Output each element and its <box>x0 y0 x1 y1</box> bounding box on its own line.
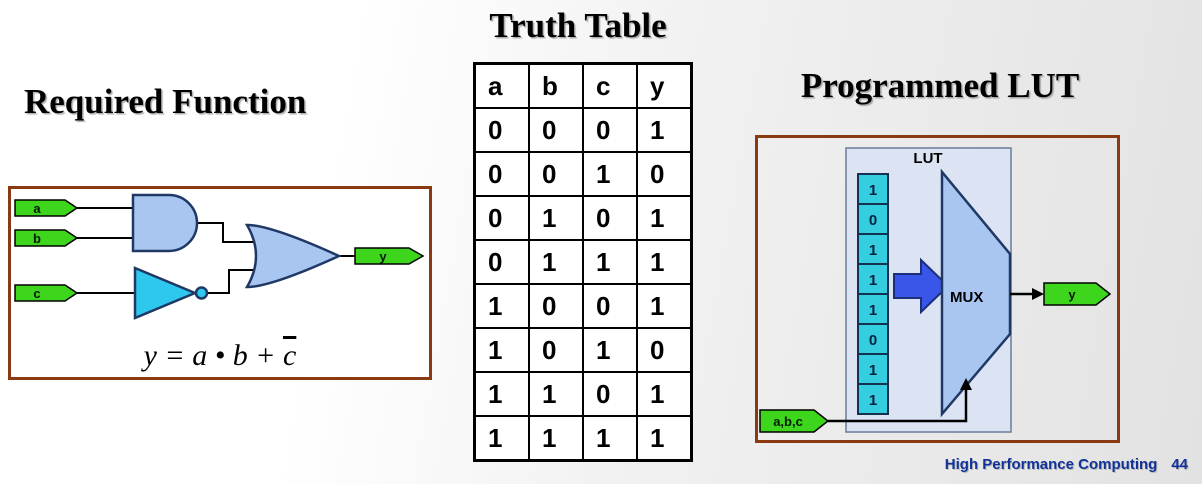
arrowhead-right-icon <box>1032 288 1044 300</box>
lut-cell-value: 1 <box>869 362 877 379</box>
table-cell: 0 <box>473 107 530 153</box>
not-gate-icon <box>133 266 199 320</box>
lut-cell-value: 0 <box>869 332 877 349</box>
header-b: b <box>528 62 584 109</box>
input-label-b: b <box>33 231 41 246</box>
table-row: 0 0 1 0 <box>473 151 693 197</box>
table-cell: 0 <box>473 195 530 241</box>
equation-main: y = a • b + <box>143 339 283 372</box>
table-row: 1 0 1 0 <box>473 327 693 373</box>
boolean-equation: y = a • b + c <box>11 339 429 373</box>
table-cell: 1 <box>636 195 693 241</box>
wire-select-to-mux <box>828 386 968 423</box>
table-cell: 1 <box>636 107 693 153</box>
table-row: 0 0 0 1 <box>473 107 693 153</box>
lut-diagram: LUT 1 0 1 1 1 0 1 1 MUX y a,b,c <box>759 147 1112 433</box>
table-cell: 0 <box>528 151 584 197</box>
lut-cell-value: 1 <box>869 392 877 409</box>
table-cell: 1 <box>473 283 530 329</box>
page-number: 44 <box>1171 456 1188 473</box>
mux-label: MUX <box>950 289 983 306</box>
lut-cell <box>857 323 889 355</box>
table-cell: 1 <box>528 371 584 417</box>
output-label-y: y <box>379 249 387 264</box>
input-arrow-a-icon <box>14 199 79 217</box>
lut-cell <box>857 353 889 385</box>
lut-label: LUT <box>913 150 942 167</box>
select-input-arrow-icon <box>759 409 830 433</box>
programmed-lut-box: LUT 1 0 1 1 1 0 1 1 MUX y a,b,c <box>755 135 1120 443</box>
input-label-c: c <box>33 286 40 301</box>
mux-trapezoid <box>940 168 1012 418</box>
header-y: y <box>636 62 693 109</box>
table-cell: 1 <box>582 239 638 285</box>
lut-cell-value: 0 <box>869 212 877 229</box>
not-bubble-icon <box>194 286 209 300</box>
table-cell: 0 <box>473 151 530 197</box>
input-arrow-c-icon <box>14 284 79 302</box>
table-cell: 0 <box>636 327 693 373</box>
table-cell: 1 <box>636 283 693 329</box>
table-row: 1 1 0 1 <box>473 371 693 417</box>
output-arrow-y-icon <box>1043 282 1112 306</box>
lut-cell-value: 1 <box>869 272 877 289</box>
header-c: c <box>582 62 638 109</box>
lut-cell-value: 1 <box>869 182 877 199</box>
truth-table: a b c y 0 0 0 1 0 0 1 0 0 1 0 1 0 1 1 1 <box>473 62 693 462</box>
wire-and-to-or <box>197 222 261 243</box>
table-cell: 1 <box>528 195 584 241</box>
wire-not-to-or <box>207 269 259 294</box>
table-cell: 1 <box>528 239 584 285</box>
table-cell: 1 <box>582 151 638 197</box>
truth-table-header-row: a b c y <box>473 62 693 109</box>
table-cell: 0 <box>528 283 584 329</box>
block-arrow-icon <box>893 257 950 315</box>
truth-table-title: Truth Table <box>489 6 667 45</box>
or-gate-icon <box>244 223 343 289</box>
table-cell: 0 <box>582 195 638 241</box>
logic-circuit-diagram: a b c y <box>14 193 425 320</box>
table-cell: 1 <box>636 415 693 462</box>
header-a: a <box>473 62 530 109</box>
table-row: 0 1 1 1 <box>473 239 693 285</box>
lut-output-label-y: y <box>1068 287 1076 302</box>
table-cell: 1 <box>636 239 693 285</box>
lut-cell <box>857 383 889 415</box>
table-cell: 0 <box>582 371 638 417</box>
required-function-box: a b c y y = a • b + c <box>8 186 432 380</box>
table-cell: 0 <box>528 327 584 373</box>
table-cell: 1 <box>528 415 584 462</box>
output-arrow-y-icon <box>354 247 425 265</box>
table-cell: 1 <box>473 327 530 373</box>
input-arrow-b-icon <box>14 229 79 247</box>
lut-cell <box>857 203 889 235</box>
table-cell: 0 <box>582 283 638 329</box>
table-cell: 0 <box>582 107 638 153</box>
lut-cell <box>857 173 889 205</box>
table-cell: 0 <box>473 239 530 285</box>
table-cell: 0 <box>636 151 693 197</box>
lut-cell-value: 1 <box>869 242 877 259</box>
lut-cell <box>857 293 889 325</box>
table-cell: 0 <box>528 107 584 153</box>
table-cell: 1 <box>473 371 530 417</box>
select-input-label: a,b,c <box>773 414 803 429</box>
arrowhead-up-icon <box>960 378 972 390</box>
table-cell: 1 <box>636 371 693 417</box>
required-function-title: Required Function <box>24 82 307 121</box>
and-gate-icon <box>131 193 199 253</box>
table-row: 1 0 0 1 <box>473 283 693 329</box>
slide-footer: High Performance Computing 44 <box>945 456 1188 473</box>
table-row: 0 1 0 1 <box>473 195 693 241</box>
lut-cell-value: 1 <box>869 302 877 319</box>
table-cell: 1 <box>473 415 530 462</box>
equation-complement-c: c <box>282 339 297 372</box>
table-row: 1 1 1 1 <box>473 415 693 462</box>
programmed-lut-title: Programmed LUT <box>800 66 1080 105</box>
table-cell: 1 <box>582 327 638 373</box>
footer-text: High Performance Computing <box>944 456 1158 473</box>
lut-cell <box>857 263 889 295</box>
table-cell: 1 <box>582 415 638 462</box>
input-label-a: a <box>33 201 41 216</box>
